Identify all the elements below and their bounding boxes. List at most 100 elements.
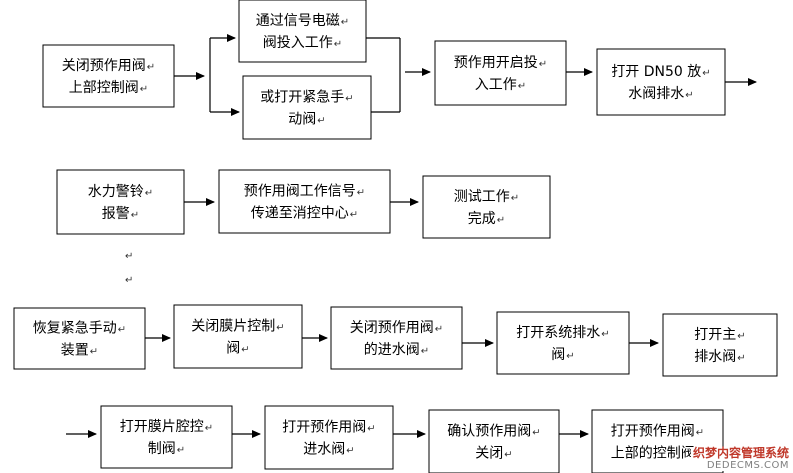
process-box-border <box>13 307 146 370</box>
process-box-r1d: 预作用开启投↵ 入工作↵ <box>434 40 567 106</box>
process-box-label: 打开预作用阀↵ <box>282 419 375 436</box>
process-box-label: 进水阀↵ <box>303 442 354 458</box>
para-mark: ↵ <box>345 94 353 105</box>
process-box-label: 通过信号电磁↵ <box>256 13 349 29</box>
process-box-label: 关闭预作用阀↵ <box>350 320 443 336</box>
process-box-label: 动阀↵ <box>288 112 325 128</box>
process-box-label: 的进水阀↵ <box>364 342 429 358</box>
para-mark: ↵ <box>350 210 358 221</box>
process-box-label: 制阀↵ <box>148 441 185 457</box>
process-box-r3c: 关闭预作用阀↵ 的进水阀↵ <box>330 306 463 370</box>
para-mark: ↵ <box>511 193 519 204</box>
para-mark: ↵ <box>737 353 745 364</box>
process-box-border <box>56 169 185 235</box>
para-mark: ↵ <box>497 215 505 226</box>
connectors <box>66 34 757 438</box>
process-box-r3a: 恢复紧急手动↵ 装置↵ <box>13 307 146 370</box>
para-mark: ↵ <box>532 428 540 439</box>
process-box-border <box>238 0 367 63</box>
process-box-border <box>496 311 630 375</box>
para-mark: ↵ <box>357 188 365 199</box>
para-mark: ↵ <box>566 351 574 362</box>
para-mark: ↵ <box>317 116 325 127</box>
process-box-border <box>330 306 463 370</box>
process-box-r2b: 预作用阀工作信号↵传递至消控中心↵ <box>218 169 391 234</box>
process-box-label: 恢复紧急手动↵ <box>33 320 126 337</box>
para-mark: ↵ <box>504 450 512 461</box>
watermark-logo: 织梦内容管理系统 DEDECMS.COM <box>690 445 791 471</box>
process-box-label: 关闭预作用阀↵ <box>62 58 155 74</box>
process-box-r1b: 通过信号电磁↵ 阀投入工作↵ <box>238 0 367 63</box>
process-box-label: 上部控制阀↵ <box>69 80 148 96</box>
para-mark: ↵ <box>241 345 249 356</box>
process-box-r3b: 关闭膜片控制↵ 阀↵ <box>173 304 303 369</box>
watermark-url: DEDECMS.COM <box>690 460 791 471</box>
process-box-border <box>434 40 567 106</box>
para-mark: ↵ <box>125 251 133 262</box>
watermark-title: 织梦内容管理系统 <box>690 445 791 460</box>
para-mark: ↵ <box>367 424 375 435</box>
process-box-label: 测试工作↵ <box>454 189 519 205</box>
process-box-r1e: 打开 DN50 放↵ 水阀排水↵ <box>596 48 726 116</box>
para-mark: ↵ <box>131 210 139 221</box>
process-box-r2a: 水力警铃↵ 报警↵ <box>56 169 185 235</box>
process-box-label: 阀↵ <box>226 341 249 357</box>
process-box-label: 水力警铃↵ <box>88 184 153 200</box>
process-box-label: 入工作↵ <box>475 77 526 93</box>
para-mark: ↵ <box>702 68 710 79</box>
para-mark: ↵ <box>145 188 153 199</box>
process-box-label: 水阀排水↵ <box>628 86 693 102</box>
process-box-label: 打开主↵ <box>694 326 745 343</box>
process-box-border <box>100 405 233 469</box>
process-box-r3d: 打开系统排水↵ 阀↵ <box>496 311 630 375</box>
para-mark: ↵ <box>685 90 693 101</box>
para-mark: ↵ <box>125 275 133 286</box>
process-box-label: 打开膜片腔控↵ <box>120 418 213 435</box>
process-box-border <box>173 304 303 369</box>
process-box-border <box>662 313 778 377</box>
process-boxes: 关闭预作用阀↵ 上部控制阀↵ 通过信号电磁↵ 阀投入工作↵ 或打开紧急手↵ 动阀↵ 预作用开… <box>13 0 778 473</box>
process-box-r2c: 测试工作↵ 完成↵ <box>422 175 551 239</box>
process-box-label: 或打开紧急手↵ <box>260 89 353 106</box>
process-box-label: 打开系统排水↵ <box>516 324 609 341</box>
process-box-r1a: 关闭预作用阀↵ 上部控制阀↵ <box>42 44 175 108</box>
para-mark: ↵ <box>118 325 126 336</box>
para-mark: ↵ <box>90 347 98 358</box>
process-box-label: 阀投入工作↵ <box>263 35 342 51</box>
para-mark: ↵ <box>341 17 349 28</box>
process-box-label: 装置↵ <box>61 343 98 359</box>
process-box-r4a: 打开膜片腔控↵ 制阀↵ <box>100 405 233 469</box>
process-box-label: 打开预作用阀↵ <box>611 423 704 440</box>
process-box-label: 关闭膜片控制↵ <box>191 319 284 335</box>
process-box-border <box>596 48 726 116</box>
process-box-border <box>218 169 391 234</box>
process-box-label: 关闭↵ <box>475 446 512 462</box>
process-box-label: 排水阀↵ <box>694 349 745 365</box>
para-mark: ↵ <box>737 331 745 342</box>
process-box-label: 预作用开启投↵ <box>454 55 547 71</box>
process-box-r4c: 确认预作用阀↵ 关闭↵ <box>428 409 560 473</box>
para-mark: ↵ <box>205 423 213 434</box>
process-box-border <box>42 44 175 108</box>
para-mark: ↵ <box>140 84 148 95</box>
para-mark: ↵ <box>276 323 284 334</box>
para-mark: ↵ <box>435 324 443 335</box>
para-mark: ↵ <box>696 428 704 439</box>
process-box-r3e: 打开主↵ 排水阀↵ <box>662 313 778 377</box>
process-box-label: 阀↵ <box>551 347 574 363</box>
process-box-border <box>422 175 551 239</box>
para-mark: ↵ <box>518 81 526 92</box>
process-box-r4b: 打开预作用阀↵ 进水阀↵ <box>264 405 394 470</box>
para-mark: ↵ <box>334 39 342 50</box>
process-box-label: 传递至消控中心↵ <box>251 206 358 222</box>
process-box-label: 完成↵ <box>468 211 505 227</box>
para-mark: ↵ <box>147 62 155 73</box>
process-box-label: 报警↵ <box>102 206 139 222</box>
process-box-border <box>428 409 560 473</box>
process-box-r1c: 或打开紧急手↵ 动阀↵ <box>242 75 372 140</box>
stray-para-marks: ↵ ↵ <box>125 251 133 286</box>
process-box-label: 确认预作用阀↵ <box>447 424 540 440</box>
para-mark: ↵ <box>421 346 429 357</box>
process-box-label: 打开 DN50 放↵ <box>611 63 710 80</box>
